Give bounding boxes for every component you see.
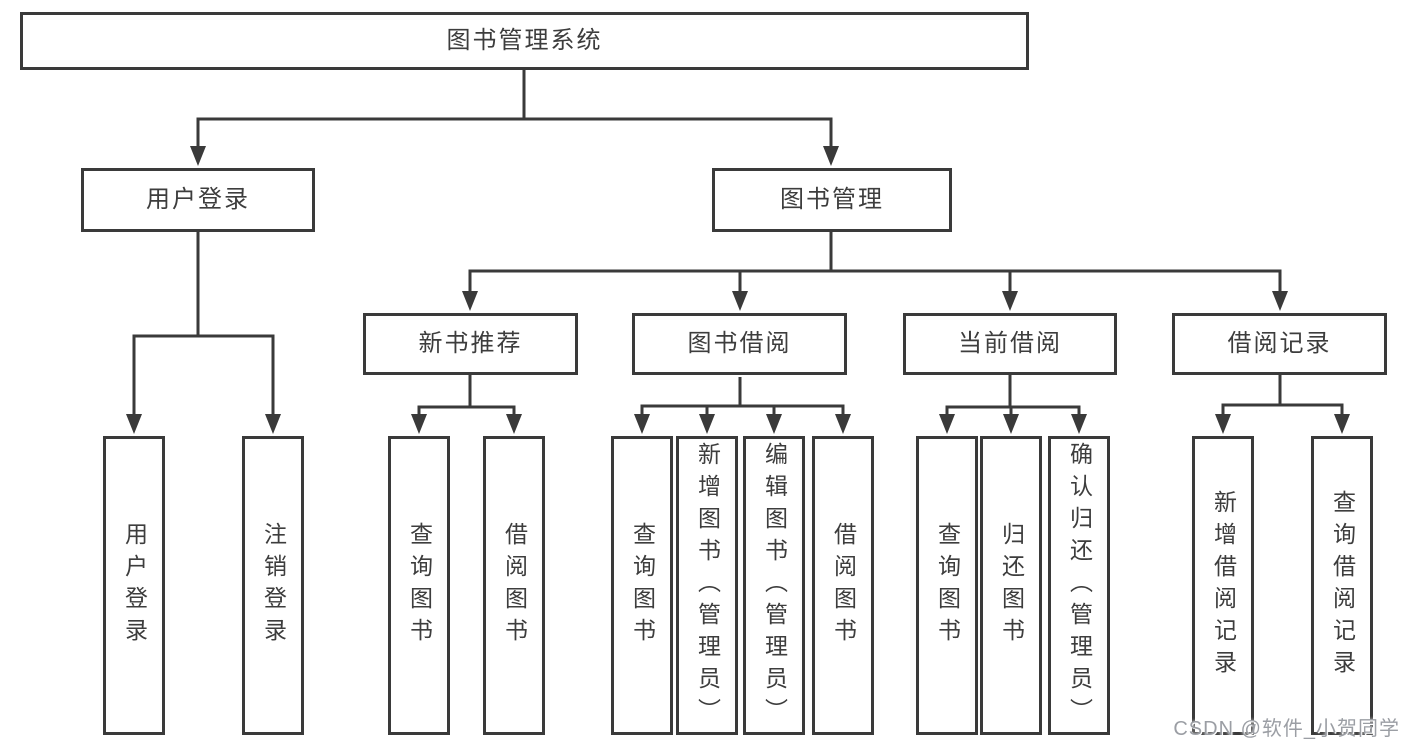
node-new-book-recommendation: 新书推荐 bbox=[363, 313, 578, 375]
node-query-books-recommend-label: 查询图书 bbox=[406, 521, 433, 650]
node-borrow-books-action-label: 借阅图书 bbox=[830, 521, 857, 650]
node-book-management-label: 图书管理 bbox=[780, 186, 884, 213]
node-add-borrow-record: 新增借阅记录 bbox=[1192, 436, 1254, 735]
node-query-borrow-record-label: 查询借阅记录 bbox=[1329, 489, 1356, 682]
node-add-borrow-record-label: 新增借阅记录 bbox=[1210, 489, 1237, 682]
node-return-books-label: 归还图书 bbox=[998, 521, 1025, 650]
node-confirm-return-admin: 确认归还（管理员） bbox=[1048, 436, 1110, 735]
node-user-login: 用户登录 bbox=[81, 168, 315, 232]
node-query-books-borrowing: 查询图书 bbox=[611, 436, 673, 735]
node-library-management-system: 图书管理系统 bbox=[20, 12, 1029, 70]
node-book-management: 图书管理 bbox=[712, 168, 952, 232]
node-borrowing-records-label: 借阅记录 bbox=[1227, 330, 1332, 357]
node-edit-books-admin-label: 编辑图书（管理员） bbox=[761, 441, 788, 730]
node-current-borrowing: 当前借阅 bbox=[903, 313, 1117, 375]
node-query-borrow-record: 查询借阅记录 bbox=[1311, 436, 1373, 735]
node-return-books: 归还图书 bbox=[980, 436, 1042, 735]
node-book-borrowing: 图书借阅 bbox=[632, 313, 847, 375]
node-add-books-admin-label: 新增图书（管理员） bbox=[694, 441, 721, 730]
node-library-management-system-label: 图书管理系统 bbox=[446, 27, 603, 54]
node-edit-books-admin: 编辑图书（管理员） bbox=[743, 436, 805, 735]
node-user-login-label: 用户登录 bbox=[146, 186, 250, 213]
node-query-books-current-label: 查询图书 bbox=[934, 521, 961, 650]
node-logout-action: 注销登录 bbox=[242, 436, 304, 735]
node-query-books-borrowing-label: 查询图书 bbox=[629, 521, 656, 650]
watermark: CSDN @软件_小贺同学 bbox=[1173, 718, 1400, 740]
node-new-book-recommendation-label: 新书推荐 bbox=[418, 330, 523, 357]
node-borrow-books-recommend-label: 借阅图书 bbox=[501, 521, 528, 650]
node-add-books-admin: 新增图书（管理员） bbox=[676, 436, 738, 735]
node-borrow-books-action: 借阅图书 bbox=[812, 436, 874, 735]
node-current-borrowing-label: 当前借阅 bbox=[958, 330, 1062, 357]
node-logout-action-label: 注销登录 bbox=[260, 521, 287, 650]
node-query-books-recommend: 查询图书 bbox=[388, 436, 450, 735]
node-login-action-label: 用户登录 bbox=[121, 521, 148, 650]
node-query-books-current: 查询图书 bbox=[916, 436, 978, 735]
node-confirm-return-admin-label: 确认归还（管理员） bbox=[1066, 441, 1093, 730]
node-borrowing-records: 借阅记录 bbox=[1172, 313, 1387, 375]
node-book-borrowing-label: 图书借阅 bbox=[687, 330, 792, 357]
node-login-action: 用户登录 bbox=[103, 436, 165, 735]
node-borrow-books-recommend: 借阅图书 bbox=[483, 436, 545, 735]
